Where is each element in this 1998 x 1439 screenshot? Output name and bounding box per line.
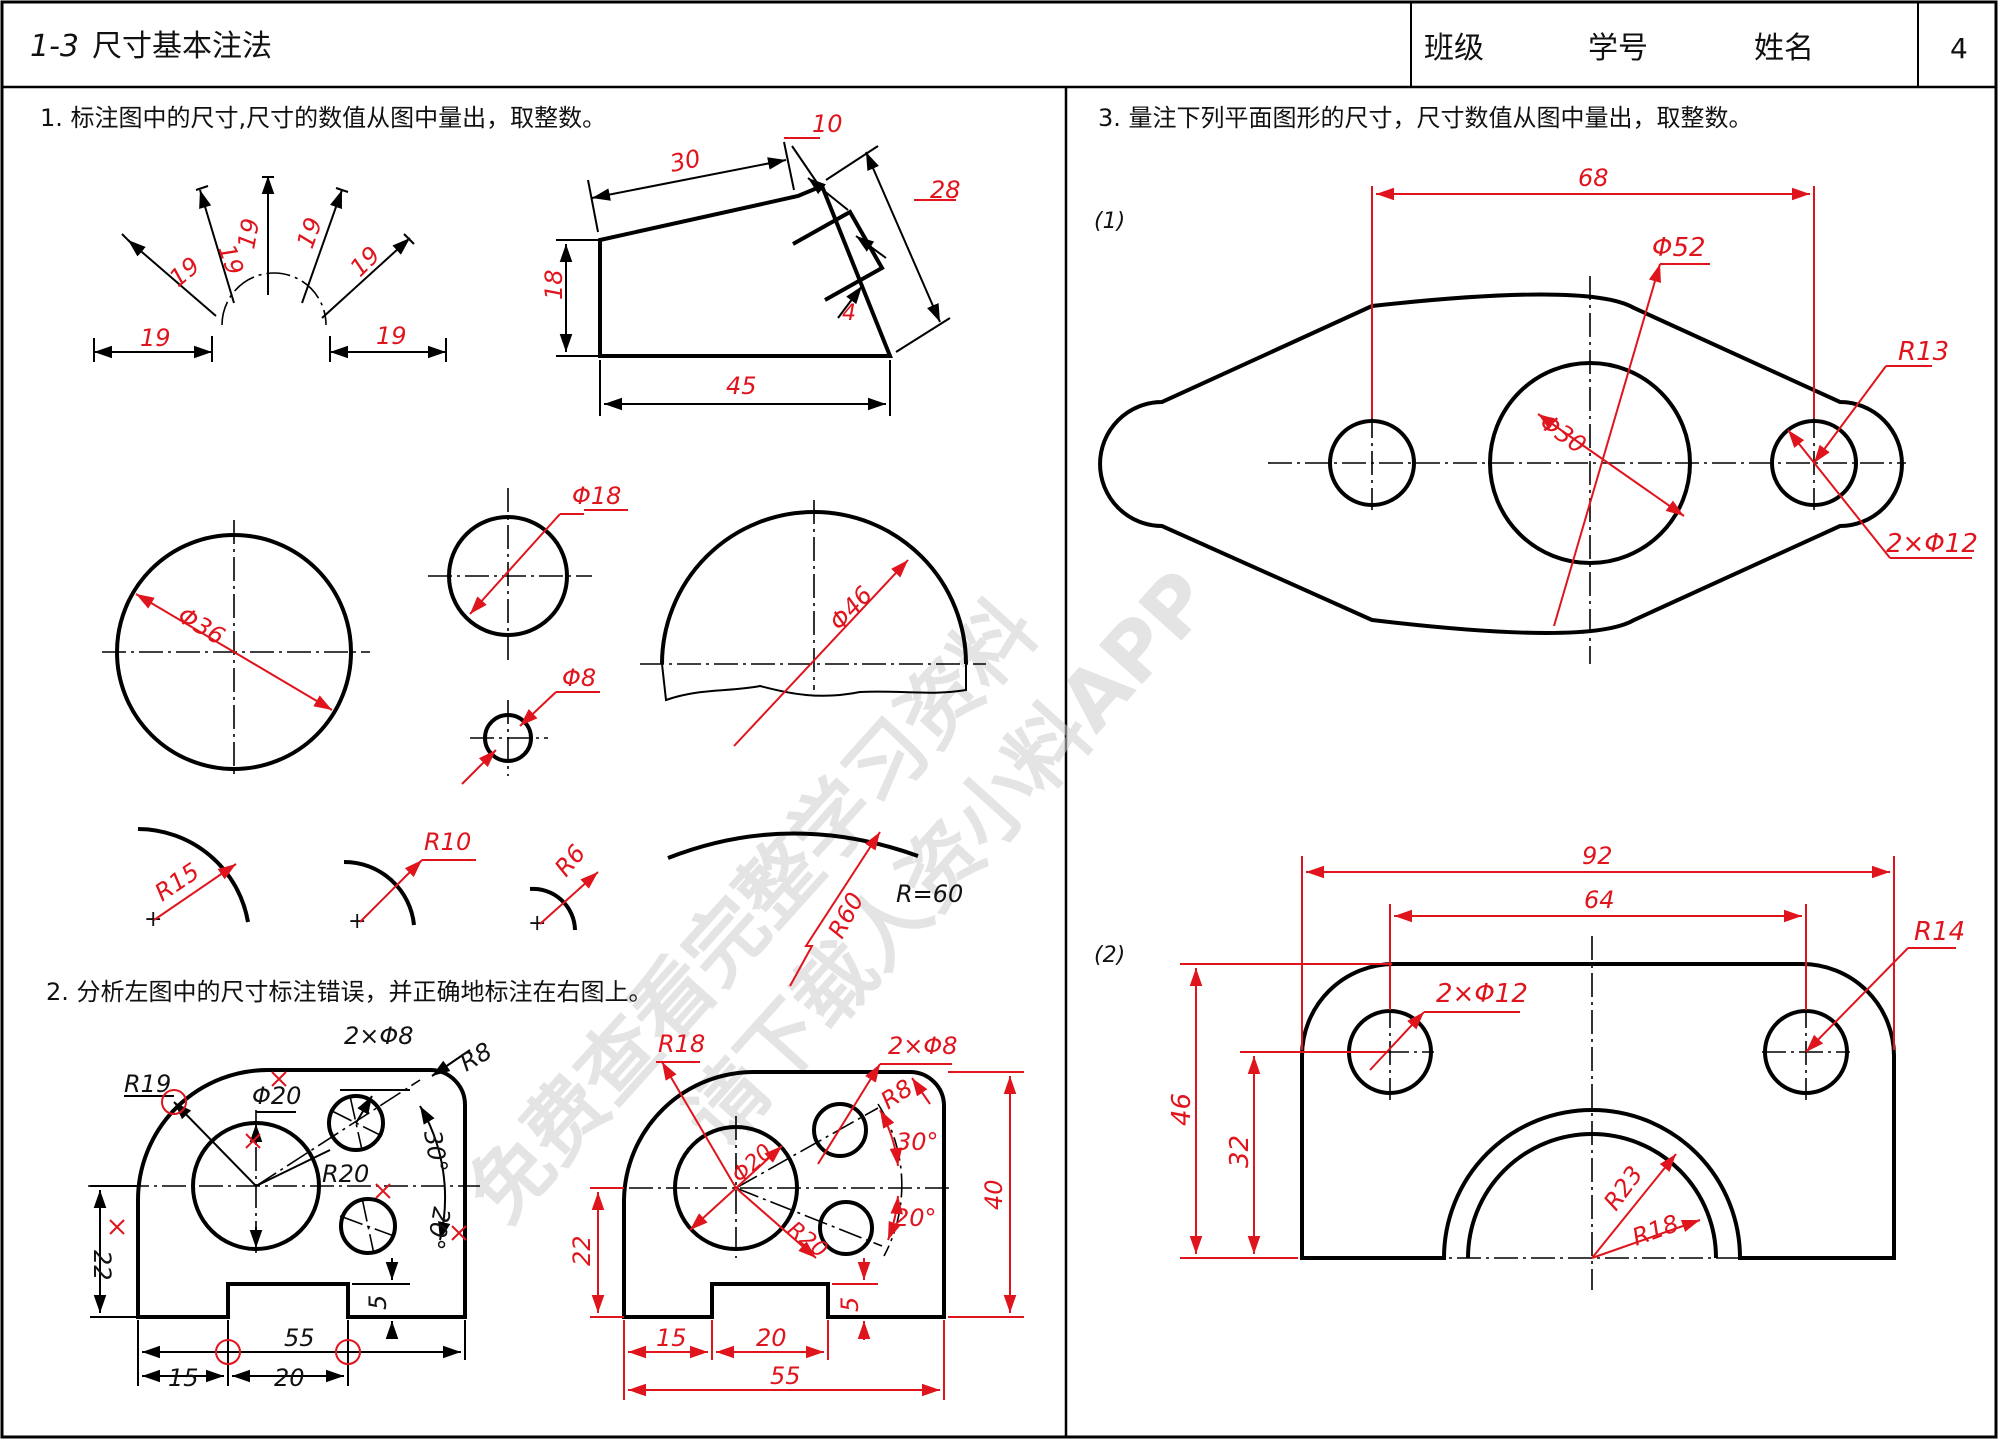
cor-22-label: 22 (568, 1235, 596, 1266)
p2-r14-label: R14 (1914, 917, 1965, 947)
arc-r6: + R6 (528, 839, 599, 936)
erroneous-part-figure: R19 Φ20 R20 2×Φ8 R8 30° 20° 22 5 55 15 2… (88, 1022, 497, 1392)
name-label: 姓名 (1754, 31, 1814, 66)
phi46-label: Φ46 (824, 581, 878, 636)
err-20-label: 20° (421, 1205, 456, 1252)
r6-label: R6 (549, 839, 591, 881)
arc-r10: + R10 (343, 828, 476, 934)
cor-r20-label: R20 (782, 1217, 831, 1263)
page-number: 4 (1950, 32, 1968, 65)
cor-20-label: 20 (756, 1324, 787, 1352)
cor-20deg-label: 20° (894, 1204, 937, 1232)
cor-5-label: 5 (836, 1297, 864, 1312)
header: 1-3 尺寸基本注法 班级 学号 姓名 4 (30, 29, 1968, 66)
err-r20-label: R20 (322, 1160, 369, 1188)
exercise-2-prompt: 2. 分析左图中的尺寸标注错误，并正确地标注在右图上。 (46, 978, 653, 1006)
corrected-part-figure: R18 2×Φ8 R8 Φ20 R20 30° 20° 40 22 5 15 2… (568, 1030, 1024, 1400)
exercise-3-prompt: 3. 量注下列平面图形的尺寸，尺寸数值从图中量出，取整数。 (1098, 104, 1753, 132)
err-55-label: 55 (284, 1324, 315, 1352)
err-15-label: 15 (168, 1364, 199, 1392)
plate-height-18: 18 (540, 269, 568, 300)
class-label: 班级 (1424, 31, 1484, 66)
cor-40-label: 40 (980, 1179, 1008, 1210)
angled-plate-figure: 18 45 30 10 28 4 (540, 110, 961, 416)
err-phi20-label: Φ20 (252, 1082, 301, 1110)
r10-label: R10 (424, 828, 471, 856)
arc-r15: + R15 (137, 827, 250, 932)
phi36-label: Φ36 (173, 601, 230, 650)
p2-2phi12-label: 2×Φ12 (1436, 979, 1528, 1009)
phi8-label: Φ8 (562, 664, 596, 692)
p2-92-label: 92 (1582, 842, 1613, 870)
cor-15-label: 15 (656, 1324, 687, 1352)
svg-text:+: + (528, 911, 546, 936)
fan-label-3: 19 (232, 216, 265, 251)
circle-phi36: Φ36 (102, 520, 370, 778)
err-r19-label: R19 (124, 1070, 171, 1098)
plate-length-30: 30 (667, 144, 703, 178)
p2-32-label: 32 (1225, 1135, 1255, 1168)
circle-phi18: Φ18 (428, 482, 628, 664)
exercise-1-prompt: 1. 标注图中的尺寸,尺寸的数值从图中量出，取整数。 (40, 104, 606, 132)
cor-2phi8-label: 2×Φ8 (888, 1032, 958, 1060)
cor-r18-label: R18 (658, 1030, 705, 1058)
bracket-figure: 92 64 R14 2×Φ12 46 32 R23 R18 (1167, 842, 1965, 1290)
fan-dimension-figure: 19 19 19 19 19 19 19 (93, 176, 447, 362)
section-title: 尺寸基本注法 (92, 29, 272, 64)
p1-phi30-label: Φ30 (1535, 408, 1592, 459)
circle-phi8: Φ8 (461, 664, 600, 785)
phi18-label: Φ18 (572, 482, 621, 510)
svg-text:+: + (348, 909, 366, 934)
fan-label-6: 19 (140, 324, 171, 352)
plate-edge-28: 28 (930, 176, 961, 204)
plate-slot-4: 4 (842, 301, 856, 326)
svg-text:+: + (144, 907, 162, 932)
plate-width-45: 45 (726, 372, 757, 400)
p1-phi52-label: Φ52 (1652, 233, 1706, 263)
exercise-3-part-2-label: (2) (1094, 943, 1125, 968)
err-30-label: 30° (418, 1128, 453, 1175)
p2-r18-label: R18 (1628, 1209, 1682, 1251)
err-5-label: 5 (364, 1295, 392, 1310)
err-22-label: 22 (88, 1250, 116, 1281)
p1-r13-label: R13 (1898, 337, 1949, 367)
cor-r8-label: R8 (876, 1074, 918, 1115)
fan-label-1: 19 (164, 252, 205, 293)
student-no-label: 学号 (1588, 31, 1648, 66)
p1-68-label: 68 (1578, 164, 1609, 192)
fan-label-5: 19 (344, 241, 385, 282)
err-2phi8-label: 2×Φ8 (344, 1022, 414, 1050)
plate-width-10: 10 (812, 110, 843, 138)
p2-64-label: 64 (1584, 886, 1615, 914)
err-20b-label: 20 (274, 1364, 305, 1392)
p2-r23-label: R23 (1598, 1161, 1648, 1216)
r-eq-60-label: R=60 (896, 880, 963, 908)
err-r8-label: R8 (455, 1037, 497, 1077)
exercise-3-part-1-label: (1) (1094, 209, 1125, 234)
r15-label: R15 (150, 857, 205, 907)
fan-label-7: 19 (376, 322, 407, 350)
section-number: 1-3 (30, 29, 79, 64)
flange-figure: 68 Φ52 Φ30 R13 2×Φ12 (1098, 164, 1978, 664)
cor-30-label: 30° (896, 1128, 939, 1156)
cor-55-label: 55 (770, 1362, 801, 1390)
p2-46-label: 46 (1167, 1093, 1197, 1126)
p1-2phi12-label: 2×Φ12 (1886, 529, 1978, 559)
